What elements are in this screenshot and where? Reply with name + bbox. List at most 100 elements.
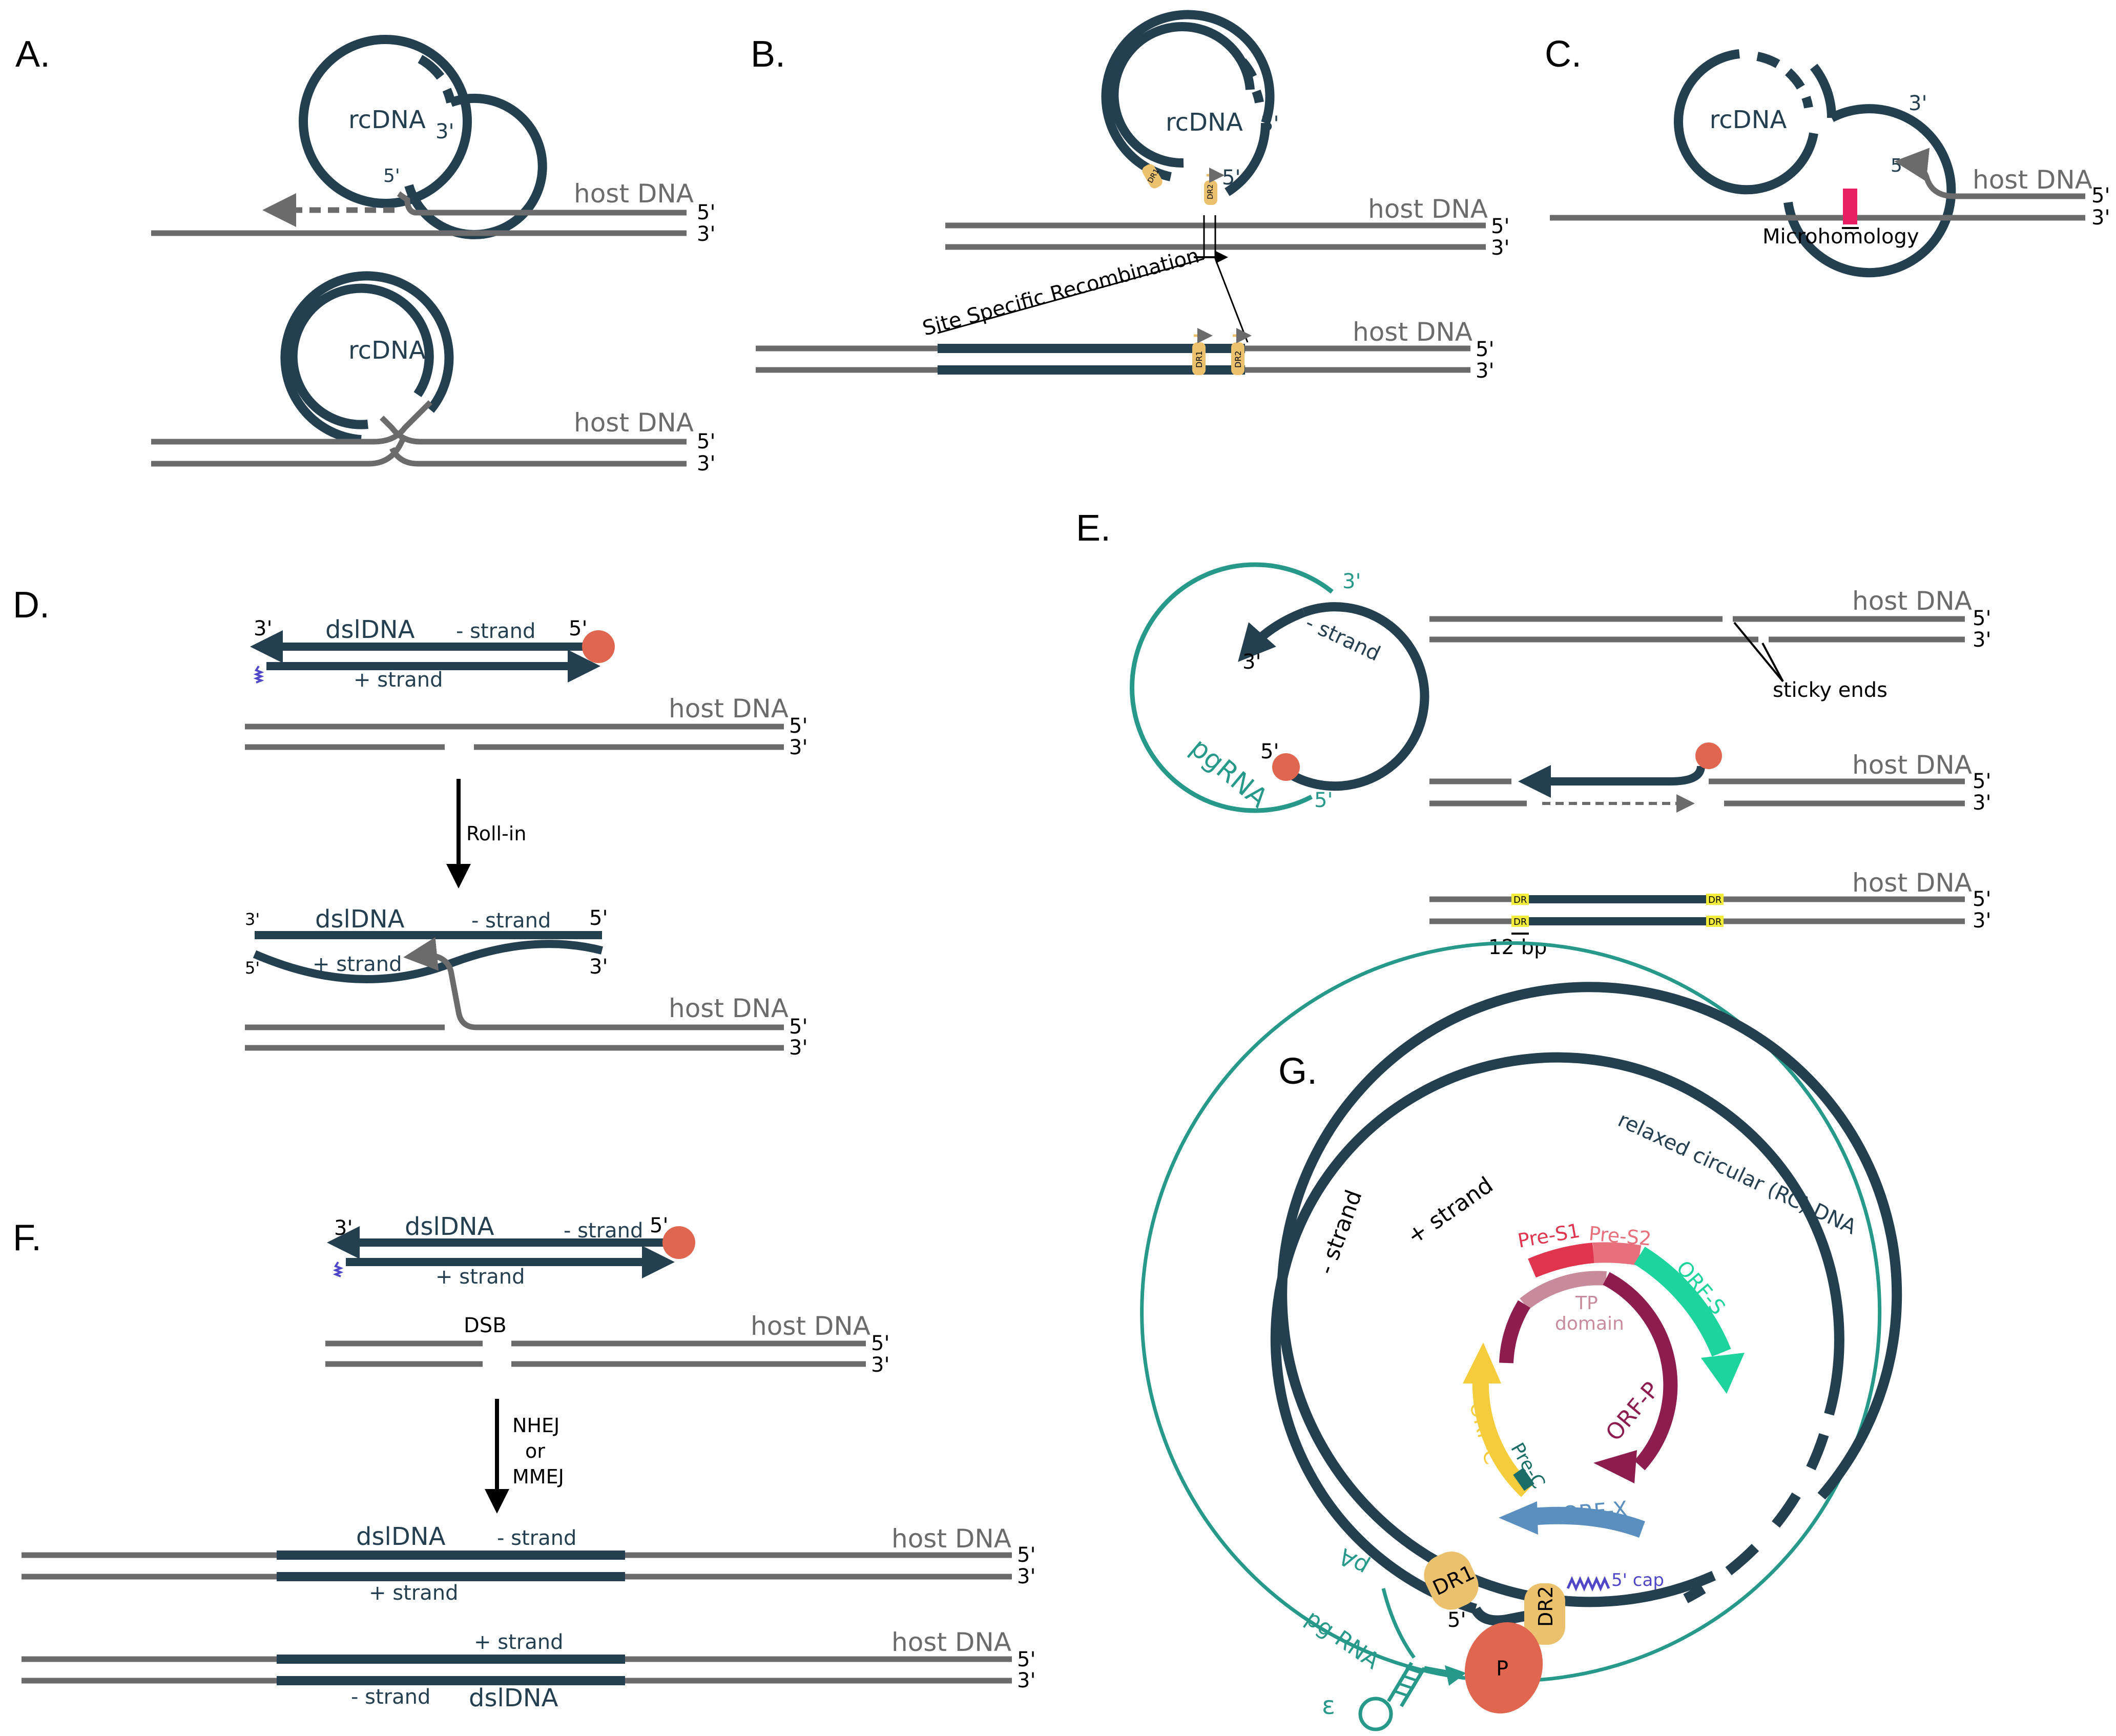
five-prime-c-circle: 5': [1891, 155, 1907, 176]
rcdna-circle-b: [1101, 10, 1275, 196]
svg-text:DR: DR: [1708, 917, 1721, 927]
terminal-protein-e-circle: [1272, 753, 1300, 781]
dsb-label: DSB: [464, 1314, 507, 1337]
host-dna-label-b-bottom: host DNA: [1353, 317, 1472, 347]
plus-strand-gaps-g: [1683, 1433, 1829, 1603]
svg-text:DR2: DR2: [1534, 1586, 1557, 1627]
dr2-marker-b-line: DR2: [1231, 328, 1252, 375]
dsldna-label-f-top: dslDNA: [405, 1212, 494, 1241]
five-prime-c-host: 5': [2091, 184, 2110, 208]
host-dna-label-e2: host DNA: [1852, 750, 1972, 780]
dr-box-e3-lr: DR: [1706, 916, 1724, 927]
orf-p-arc: [1499, 1300, 1531, 1363]
pgrna-stem-loop: [1358, 1588, 1466, 1731]
minus-strand-arc-e: [1275, 602, 1429, 791]
five-prime-b-host-bottom: 5': [1476, 338, 1494, 361]
host-dna-label-e3: host DNA: [1852, 868, 1972, 898]
dr-box-e3-ll: DR: [1511, 916, 1529, 927]
rna-cap-d-top: [253, 665, 264, 684]
minus-strand-f-mid: - strand: [497, 1526, 576, 1550]
minus-strand-arrow-e: [1238, 608, 1306, 662]
five-prime-a-host-top: 5': [697, 201, 715, 224]
three-prime-f-mid: 3': [1017, 1565, 1035, 1588]
rcdna-circle-a-bottom: [280, 271, 454, 444]
pgrna-outer-ring: [1140, 941, 1882, 1683]
svg-text:DR2: DR2: [1233, 350, 1243, 368]
plus-strand-label-d-bottom: + strand: [313, 953, 402, 976]
plus-strand-label-f-mid: + strand: [369, 1581, 458, 1605]
three-prime-e-circle: 3': [1242, 650, 1261, 674]
dr1-marker-b-line: DR1: [1192, 328, 1213, 375]
terminal-protein-d-top: [582, 630, 615, 663]
recombination-leader-left: [937, 258, 1205, 334]
rcdna-label-b: rcDNA: [1166, 108, 1243, 137]
three-prime-a-top: 3': [435, 120, 454, 143]
three-prime-b-host-bottom: 3': [1476, 359, 1494, 383]
site-specific-recombination-label: Site Specific Recombination: [920, 244, 1202, 341]
rcdna-label-a-top: rcDNA: [348, 106, 426, 134]
orf-s-arrow: [1634, 1247, 1731, 1357]
recombination-leader-right: [1214, 258, 1249, 343]
five-prime-d-bottom-left: 5': [245, 958, 260, 978]
host-dna-label-d-bottom: host DNA: [669, 994, 789, 1023]
microhomology-label: Microhomology: [1762, 225, 1919, 249]
three-prime-c-host: 3': [2091, 206, 2110, 230]
rcdna-circle-a-top: [299, 35, 547, 239]
three-prime-e3: 3': [1973, 909, 1991, 933]
pg-rna-label: pg RNA: [1301, 1605, 1384, 1675]
host-dna-label-f-mid: host DNA: [891, 1524, 1011, 1554]
five-prime-a-host-bottom: 5': [697, 430, 715, 453]
five-prime-b-circle: 5': [1222, 166, 1240, 190]
three-prime-a-host-top: 3': [697, 222, 715, 246]
host-invading-strand-d: [403, 937, 784, 1030]
polymerase-p: [1464, 1622, 1543, 1714]
tp-domain-arc: [1520, 1271, 1607, 1310]
pgrna-three-prime: 3': [1342, 570, 1361, 593]
dr-box-e3-ul: DR: [1511, 894, 1529, 905]
three-prime-b-host-top: 3': [1491, 236, 1509, 260]
sticky-ends-label: sticky ends: [1773, 678, 1887, 702]
orf-c-arrowhead: [1463, 1342, 1501, 1383]
host-strand-a-bottom-upper: [151, 400, 432, 445]
host-strand-c-upper: [1894, 148, 2085, 199]
three-prime-d-host-bottom: 3': [789, 1036, 807, 1060]
dr1-marker-b-circle: DR1: [1142, 164, 1163, 189]
plus-strand-label-d-top: + strand: [354, 668, 443, 692]
microhomology-mark: [1843, 189, 1857, 224]
host-strand-a-top-upper: [397, 191, 687, 216]
orf-x-arrowhead: [1499, 1501, 1538, 1535]
panel-d: 3' dslDNA - strand 5' + strand host DNA …: [245, 615, 807, 1060]
minus-strand-label-g: - strand: [1313, 1187, 1367, 1278]
rcdna-label-a-bottom: rcDNA: [348, 336, 426, 365]
plus-strand-d-bottom: [253, 940, 604, 983]
panel-label-g: G.: [1278, 1051, 1317, 1092]
pre-s2-label: Pre-S2: [1588, 1222, 1652, 1250]
five-prime-f-bottom: 5': [1017, 1648, 1035, 1671]
tp-domain-label-1: TP: [1575, 1293, 1598, 1314]
three-prime-d-bottom-right: 3': [589, 955, 608, 979]
svg-text:DR: DR: [1513, 895, 1527, 905]
orf-x-label: ORF-X: [1561, 1496, 1629, 1527]
five-prime-b-host-top: 5': [1491, 215, 1509, 238]
sticky-ends-pointer-1: [1733, 622, 1784, 683]
plus-strand-label-f-bottom: + strand: [474, 1630, 563, 1654]
three-prime-c-circle: 3': [1908, 92, 1927, 115]
five-prime-d-top: 5': [569, 617, 587, 640]
host-dna-label-f-top: host DNA: [751, 1311, 870, 1341]
svg-text:DR: DR: [1708, 895, 1721, 905]
minus-strand-d-top: - strand: [456, 619, 535, 643]
five-prime-f-host-top: 5': [871, 1332, 889, 1355]
five-prime-d-host-bottom: 5': [789, 1015, 807, 1039]
mmej-label: MMEJ: [512, 1465, 564, 1488]
cap-spring-g: [1566, 1576, 1610, 1592]
pgrna-five-prime: 5': [1314, 789, 1333, 812]
three-prime-f-bottom: 3': [1017, 1669, 1035, 1692]
panel-b: rcDNA 3' 5' DR1 DR2 host DNA 5' 3' Site …: [756, 10, 1509, 383]
three-prime-f-top: 3': [334, 1216, 352, 1240]
dsldna-label-d-bottom: dslDNA: [315, 905, 405, 934]
rcdna-label-c: rcDNA: [1710, 106, 1787, 134]
five-prime-e2: 5': [1973, 770, 1991, 793]
five-prime-g: 5': [1447, 1608, 1466, 1632]
pre-c-box: [1513, 1468, 1534, 1491]
three-prime-a-host-bottom: 3': [697, 452, 715, 476]
